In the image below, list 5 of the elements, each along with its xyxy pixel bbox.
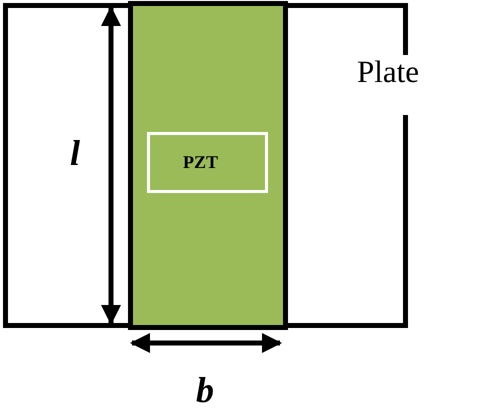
patch-label: PZT [147, 132, 268, 193]
plate-label: Plate [357, 56, 419, 87]
pzt-patch [128, 1, 288, 330]
dimension-label: l [70, 135, 80, 171]
dimension-label: b [196, 372, 214, 408]
